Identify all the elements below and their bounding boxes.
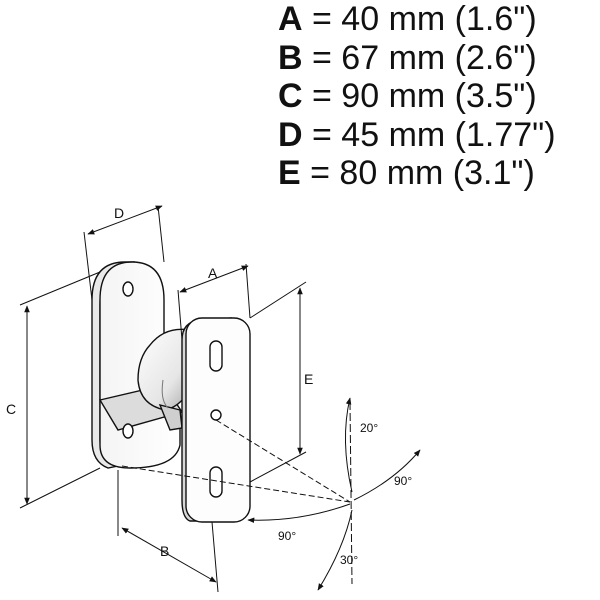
legend-letter: A xyxy=(278,0,303,38)
dimension-d xyxy=(83,205,165,301)
dimension-legend: A = 40 mm (1.6") B = 67 mm (2.6") C = 90… xyxy=(278,0,556,193)
rotation-guides xyxy=(121,397,421,591)
angle-label-down: 30° xyxy=(340,553,358,567)
legend-row-e: E = 80 mm (3.1") xyxy=(278,154,556,193)
legend-value: = 40 mm (1.6") xyxy=(302,0,537,38)
legend-value: = 45 mm (1.77") xyxy=(302,115,556,154)
speaker-plate-slot-top xyxy=(209,340,223,372)
speaker-plate-hole-middle xyxy=(210,409,222,421)
angle-label-left: 90° xyxy=(278,529,296,543)
legend-row-c: C = 90 mm (3.5") xyxy=(278,77,556,116)
legend-value: = 90 mm (3.5") xyxy=(302,77,537,115)
legend-letter: B xyxy=(278,38,303,77)
dimension-c-label: C xyxy=(6,401,16,417)
angle-label-up: 20° xyxy=(360,421,378,435)
wall-plate-hole-top xyxy=(122,281,134,297)
angle-label-right: 90° xyxy=(394,474,412,488)
legend-letter: D xyxy=(278,115,303,154)
legend-row-b: B = 67 mm (2.6") xyxy=(278,39,556,78)
dimension-b xyxy=(117,470,219,593)
dimension-e xyxy=(249,281,307,483)
legend-letter: E xyxy=(278,154,301,192)
dimension-e-label: E xyxy=(304,371,313,387)
dimension-c xyxy=(19,271,101,509)
legend-row-a: A = 40 mm (1.6") xyxy=(278,0,556,39)
wall-plate-hole-bottom xyxy=(122,423,134,439)
dimension-a xyxy=(177,263,251,341)
dimension-d-label: D xyxy=(114,205,124,221)
legend-value: = 67 mm (2.6") xyxy=(302,38,537,77)
legend-row-d: D = 45 mm (1.77") xyxy=(278,116,556,155)
dimension-a-label: A xyxy=(208,265,218,281)
legend-letter: C xyxy=(278,77,303,115)
dimension-b-label: B xyxy=(160,543,169,559)
speaker-plate xyxy=(181,317,251,523)
legend-value: = 80 mm (3.1") xyxy=(300,154,535,192)
